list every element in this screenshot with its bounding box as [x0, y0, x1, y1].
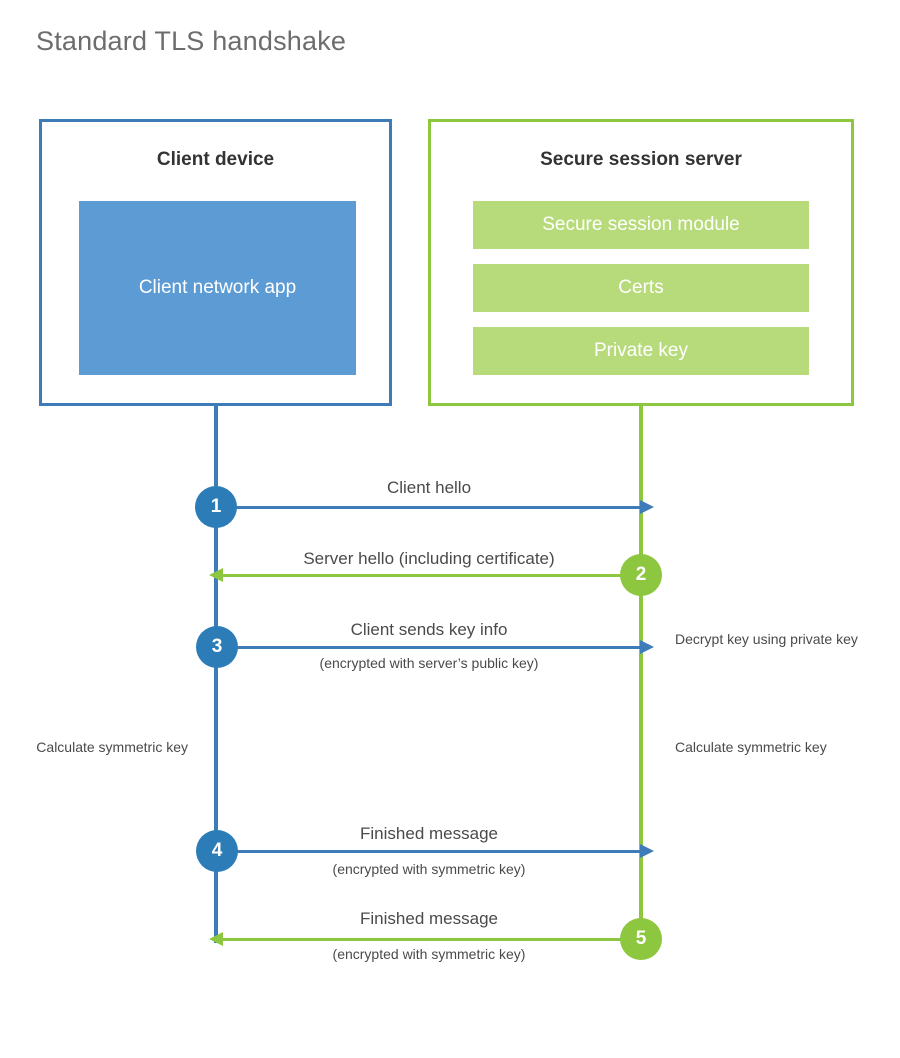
- client-device-title: Client device: [156, 149, 275, 170]
- message-label-step-3: Client sends key info: [350, 620, 508, 639]
- note-decrypt-key: Decrypt key using private key: [675, 631, 858, 647]
- message-sublabel-step-3: (encrypted with server’s public key): [319, 655, 539, 671]
- message-label-step-5: Finished message: [360, 909, 498, 928]
- arrow-step-1: [216, 500, 654, 514]
- message-label-step-1: Client hello: [386, 478, 472, 497]
- arrow-step-5: [209, 932, 641, 946]
- arrowhead-left-icon: [209, 932, 223, 946]
- arrow-step-3: [216, 640, 654, 654]
- message-sublabel-step-4: (encrypted with symmetric key): [332, 861, 526, 877]
- message-label-step-4: Finished message: [360, 824, 498, 843]
- client-device-box: Client device Client network app: [39, 119, 392, 406]
- arrowhead-left-icon: [209, 568, 223, 582]
- server-component-certs: Certs: [473, 264, 809, 312]
- secure-session-server-title: Secure session server: [540, 149, 742, 170]
- client-network-app-block: Client network app: [79, 201, 356, 375]
- arrowhead-right-icon: [640, 844, 654, 858]
- step-marker-4[interactable]: 4: [196, 830, 238, 872]
- note-client-calculate-symmetric-key: Calculate symmetric key: [36, 739, 188, 755]
- secure-session-server-box: Secure session server Secure session mod…: [428, 119, 854, 406]
- page-title: Standard TLS handshake: [36, 26, 347, 56]
- step-marker-2[interactable]: 2: [620, 554, 662, 596]
- arrow-step-2: [209, 568, 641, 582]
- message-sublabel-step-5: (encrypted with symmetric key): [332, 946, 526, 962]
- step-marker-1[interactable]: 1: [195, 486, 237, 528]
- server-lifeline: [639, 406, 643, 939]
- arrowhead-right-icon: [640, 640, 654, 654]
- arrowhead-right-icon: [640, 500, 654, 514]
- message-label-step-2: Server hello (including certificate): [303, 549, 555, 568]
- step-marker-5[interactable]: 5: [620, 918, 662, 960]
- note-server-calculate-symmetric-key: Calculate symmetric key: [675, 739, 827, 755]
- step-marker-3[interactable]: 3: [196, 626, 238, 668]
- server-component-private-key: Private key: [473, 327, 809, 375]
- server-component-secure-session-module: Secure session module: [473, 201, 809, 249]
- client-lifeline: [214, 406, 218, 943]
- arrow-step-4: [216, 844, 654, 858]
